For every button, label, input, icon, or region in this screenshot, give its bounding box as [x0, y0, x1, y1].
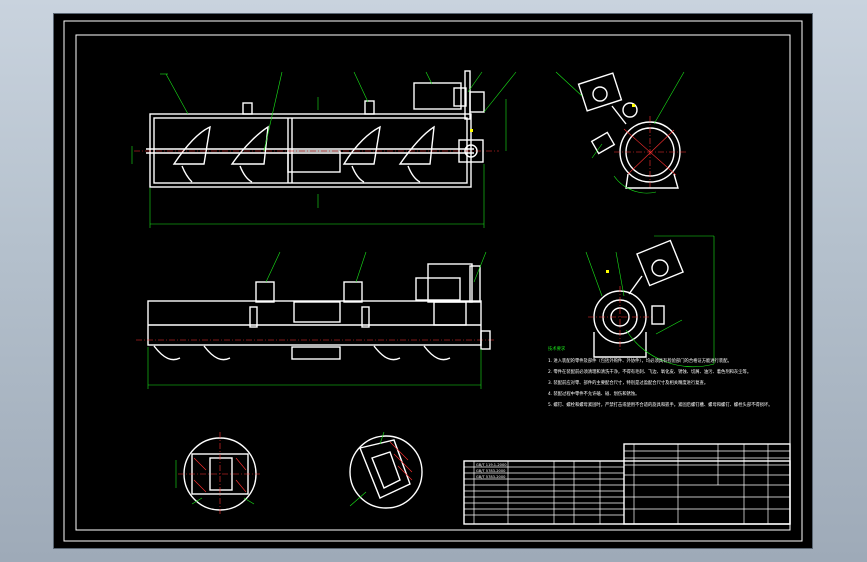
note-line-3: 3. 装配前应对零、部件的主要配合尺寸，特别是过盈配合尺寸及相关精度进行复查。	[548, 379, 708, 386]
front-section-view	[131, 70, 517, 228]
note-line-2: 2. 零件在装配前必须清理和清洗干净，不得有毛刺、飞边、氧化皮、锈蚀、切屑、油污…	[548, 368, 751, 375]
drawing-viewport[interactable]: 技术要求 1. 进入装配的零件及部件（包括外购件、外协件），均必须具有检验部门的…	[54, 14, 812, 548]
standard-row-2: GB/T 5783-2000	[476, 469, 506, 473]
cad-drawing: 技术要求 1. 进入装配的零件及部件（包括外购件、外协件），均必须具有检验部门的…	[63, 20, 803, 542]
detail-view-right	[349, 431, 423, 509]
note-line-4: 4. 装配过程中零件不允许磕、碰、划伤和锈蚀。	[548, 390, 639, 397]
notes-heading: 技术要求	[548, 345, 566, 352]
standard-row-1: GB/T 119.1-2000	[476, 463, 507, 467]
note-line-1: 1. 进入装配的零件及部件（包括外购件、外协件），均必须具有检验部门的合格证方能…	[548, 357, 732, 364]
technical-notes: 技术要求 1. 进入装配的零件及部件（包括外购件、外协件），均必须具有检验部门的…	[548, 345, 773, 408]
side-view-upper	[555, 71, 686, 194]
top-view	[136, 251, 494, 389]
note-line-5: 5. 螺钉、螺栓和螺母紧固时，严禁打击或使用不合适的旋具和扳手。紧固后螺钉槽、螺…	[548, 401, 773, 408]
detail-view-left	[175, 432, 260, 514]
sheet-outer-border	[63, 20, 803, 542]
standard-row-3: GB/T 5783-2000	[476, 475, 506, 479]
sheet-inner-border	[75, 34, 791, 531]
title-block: GB/T 119.1-2000 GB/T 5783-2000 GB/T 5783…	[463, 443, 791, 525]
side-view-lower	[585, 235, 715, 368]
